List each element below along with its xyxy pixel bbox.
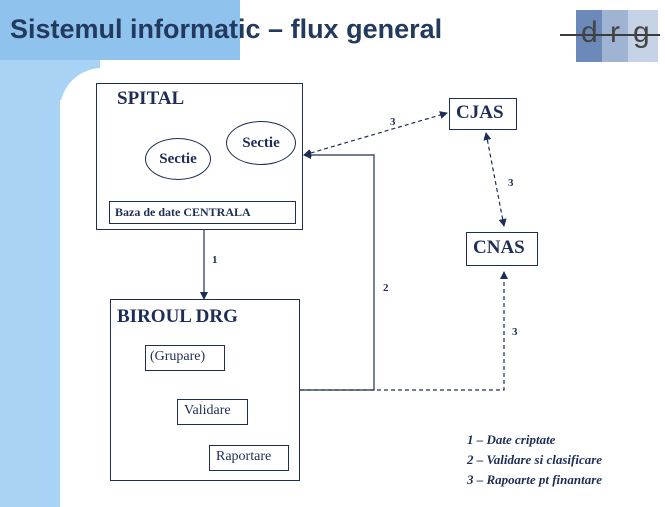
sectie-ellipse-2: Sectie — [226, 121, 296, 165]
birou-label: BIROUL DRG — [117, 306, 238, 327]
title-band — [0, 0, 240, 60]
logo-letter-r: r — [610, 16, 620, 49]
logo-letter-g: g — [633, 16, 650, 49]
validare-box — [177, 399, 248, 425]
flow-number-1: 1 — [212, 254, 218, 266]
validare-label: Validare — [184, 403, 231, 418]
side-band — [0, 60, 60, 507]
arrow-birou-to-spital — [300, 151, 375, 391]
logo-letter-d: d — [581, 16, 598, 49]
slide-title: Sistemul informatic – flux general — [10, 14, 443, 44]
arrow-spital-cjas — [303, 111, 448, 157]
legend: 1 – Date criptate 2 – Validare si clasif… — [467, 430, 602, 490]
logo-line — [560, 34, 660, 36]
cjas-box — [449, 98, 517, 130]
logo-square-2 — [602, 10, 632, 62]
raportare-label: Raportare — [216, 449, 272, 464]
database-box — [109, 201, 296, 224]
cjas-label: CJAS — [456, 102, 504, 123]
flow-number-2: 2 — [383, 282, 389, 294]
cnas-box — [466, 232, 538, 266]
drg-logo: d r g — [560, 10, 660, 68]
logo-square-3 — [628, 10, 658, 62]
database-label: Baza de date CENTRALA — [115, 205, 251, 219]
sectie-ellipse-1: Sectie — [145, 138, 211, 180]
flow-number-3-birou: 3 — [512, 326, 518, 338]
raportare-box — [209, 445, 289, 471]
flow-number-3-cnas: 3 — [508, 177, 514, 189]
legend-item-3: 3 – Rapoarte pt finantare — [467, 472, 603, 487]
flow-number-3-cjas: 3 — [390, 116, 396, 128]
logo-square-1 — [576, 10, 606, 62]
legend-item-1: 1 – Date criptate — [467, 432, 556, 447]
cnas-label: CNAS — [473, 237, 525, 258]
grupare-box — [145, 345, 225, 371]
legend-item-2: 2 – Validare si clasificare — [467, 452, 603, 467]
arrow-cjas-cnas — [483, 132, 507, 227]
spital-label: SPITAL — [117, 88, 185, 109]
arrow-birou-to-cnas — [300, 271, 508, 391]
grupare-label: (Grupare) — [150, 349, 206, 364]
